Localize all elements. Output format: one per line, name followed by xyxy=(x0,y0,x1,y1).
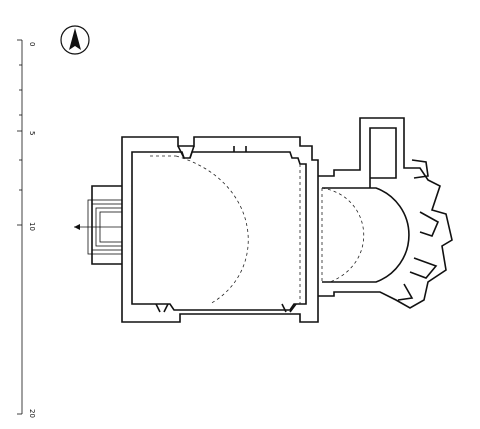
west-porch xyxy=(91,185,122,265)
chancel-inner-wall xyxy=(322,187,410,283)
pilaster xyxy=(233,146,247,152)
pilaster xyxy=(177,145,195,159)
scale-label-5: 5 xyxy=(28,131,36,135)
apse-buttress xyxy=(411,159,429,179)
scale-label-0: 0 xyxy=(28,42,36,46)
nave-inner-wall xyxy=(131,151,307,311)
west-steps xyxy=(74,199,123,255)
scale-bar: 0 5 10 20 xyxy=(17,39,36,418)
chancel-vault-arc xyxy=(321,187,364,283)
nave-outer-wall xyxy=(121,136,319,323)
scale-label-20: 20 xyxy=(28,409,36,418)
apse-buttress xyxy=(409,257,438,279)
north-arrow-icon xyxy=(60,25,90,55)
pilaster xyxy=(155,303,169,313)
vault-lines xyxy=(150,155,364,305)
sacristy-wall xyxy=(369,127,397,188)
apse-buttress xyxy=(397,283,414,301)
chancel-outer-wall xyxy=(318,117,453,309)
nave-vault-arc xyxy=(175,155,249,305)
church-walls xyxy=(91,117,453,323)
pilaster xyxy=(281,303,297,313)
scale-label-10: 10 xyxy=(28,222,36,231)
apse-buttress xyxy=(419,211,440,237)
